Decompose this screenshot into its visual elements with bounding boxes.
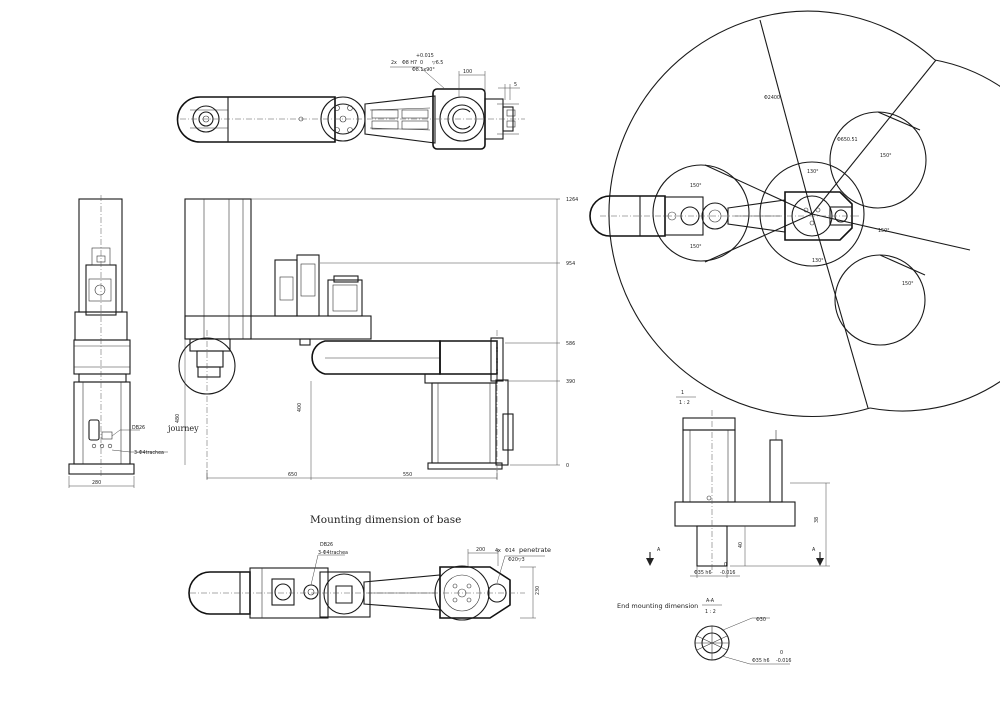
- top-width-label: 100: [463, 69, 472, 75]
- holes-b: Φ14: [505, 548, 515, 554]
- height-586: 586: [566, 341, 575, 347]
- end-mounting-caption: End mounting dimension: [617, 602, 698, 610]
- top-hole-c: 0: [420, 60, 423, 66]
- height-390: 390: [566, 379, 575, 385]
- left-width-label: 280: [92, 480, 101, 486]
- end-scale-top: 1: [681, 390, 684, 396]
- arrow-a-left: A: [657, 547, 661, 553]
- bottom-view-base: 200 230 4x Φ14 penetrate Φ20▽3 DB26 3-Φ4…: [188, 542, 551, 621]
- angle-150-a: 150°: [690, 183, 702, 189]
- height-0: 0: [566, 463, 569, 469]
- angle-150-d: 150°: [902, 281, 914, 287]
- top-view-arm: 100 5 +0.015 2x Φ8 H7 0 ▽6.5 Φ8.1x90°: [176, 53, 525, 150]
- top-hole-b: Φ8 H7: [402, 60, 417, 66]
- section-label: A-A: [706, 598, 715, 604]
- dim-40: 40: [738, 542, 744, 548]
- angle-150-c: 150°: [880, 153, 892, 159]
- angle-130-a: 130°: [807, 169, 819, 175]
- left-elevation: 280 DB26 3-Φ4trachea: [68, 195, 168, 488]
- angle-150-b: 150°: [690, 244, 702, 250]
- dim-480: 480: [175, 414, 181, 423]
- trachea-side-label: 3-Φ4trachea: [134, 450, 164, 456]
- holes-a: 4x: [495, 548, 501, 554]
- shaft-label: Φ35 h6: [694, 570, 712, 576]
- dim-200-label: 200: [476, 547, 485, 553]
- detail-d30: Φ30: [756, 617, 766, 623]
- arrow-a-right: A: [812, 547, 816, 553]
- top-tol-label: +0.015: [416, 53, 434, 59]
- journey-label: journey: [167, 424, 199, 433]
- penetrate-label: penetrate: [519, 546, 551, 554]
- work-range-diagram: Φ2400 Φ650.51 150° 150° 150° 150° 130° 1…: [589, 10, 1000, 418]
- holes-c: Φ20▽3: [508, 557, 525, 563]
- detail-shaft: Φ35 h6: [752, 658, 770, 664]
- top-hole-a: 2x: [391, 60, 397, 66]
- detail-shaft-zero: 0: [780, 650, 783, 656]
- range-inner: Φ650.51: [837, 137, 858, 143]
- shaft-tol: -0.016: [720, 570, 735, 576]
- detail-shaft-tol: -0.016: [776, 658, 791, 664]
- angle-130-b: 130°: [812, 258, 824, 264]
- end-view: 1 1 : 2 38 40 Φ35 h6 -0.016 0 A A: [646, 390, 830, 578]
- height-954: 954: [566, 261, 575, 267]
- end-detail: End mounting dimension A-A 1 : 2 Φ30 Φ35…: [617, 598, 791, 665]
- dim-650: 650: [288, 472, 297, 478]
- dim-400: 400: [297, 403, 303, 412]
- mounting-base-caption: Mounting dimension of base: [310, 514, 461, 526]
- shaft-zero: 0: [724, 562, 727, 568]
- top-hole-d: ▽6.5: [432, 60, 443, 66]
- top-small-label: 5: [514, 82, 517, 88]
- dim-38: 38: [814, 517, 820, 523]
- dim-230-label: 230: [535, 586, 541, 595]
- angle-150-e: 150°: [878, 228, 890, 234]
- side-elevation: 1264 954 586 390 0 650 550 400 480 journ…: [167, 197, 578, 480]
- dim-550: 550: [403, 472, 412, 478]
- trachea-bottom-label: 3-Φ4trachea: [318, 550, 348, 556]
- db26-side-label: DB26: [132, 425, 145, 431]
- top-hole-e: Φ8.1x90°: [412, 67, 435, 73]
- height-1264: 1264: [566, 197, 578, 203]
- range-diameter: Φ2400: [764, 95, 780, 101]
- db26-bottom-label: DB26: [320, 542, 333, 548]
- section-scale: 1 : 2: [705, 609, 716, 615]
- end-scale-bottom: 1 : 2: [679, 400, 690, 406]
